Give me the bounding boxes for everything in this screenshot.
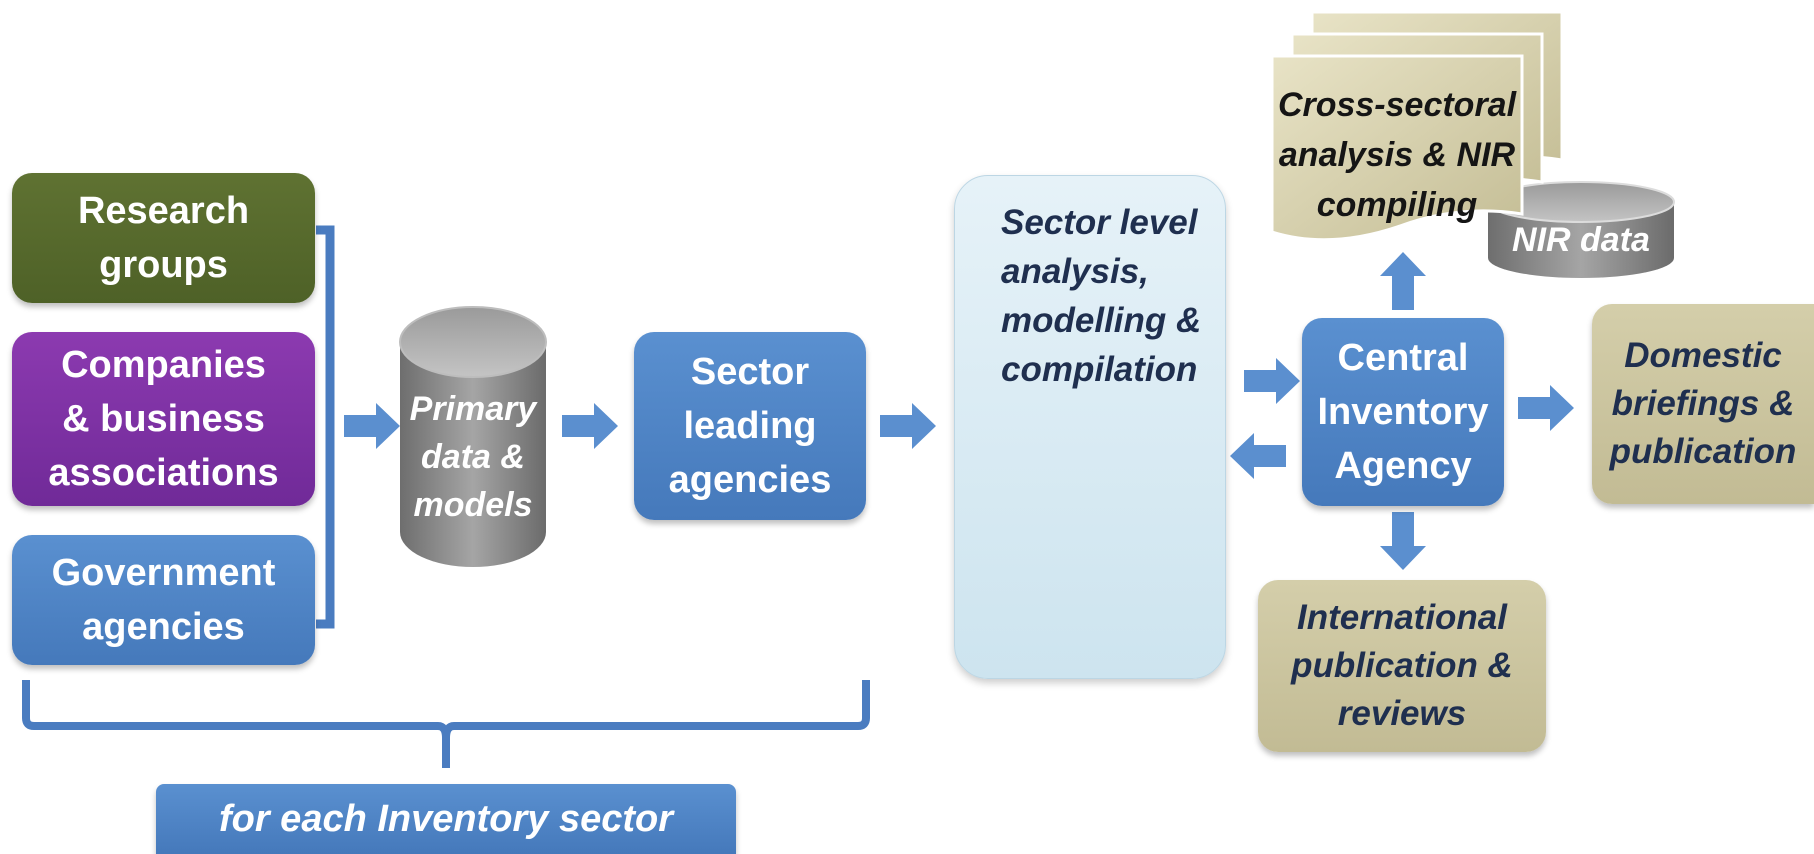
cross-sectoral-documents: [1270, 10, 1564, 242]
sector-brace: [22, 680, 870, 768]
government-agencies-label: Government agencies: [51, 552, 276, 648]
companies-box: Companies & business associations: [12, 332, 315, 506]
cross-sectoral-label: Cross-sectoral analysis & NIR compiling: [1277, 86, 1517, 224]
flow-arrows: [344, 252, 1574, 570]
international-publication-label: International publication & reviews: [1291, 598, 1513, 733]
companies-label: Companies & business associations: [48, 344, 279, 494]
sector-leading-agencies-box: Sector leading agencies: [634, 332, 866, 520]
arrow-sector-to-analysis: [880, 403, 936, 449]
primary-data-label: Primary data & models: [409, 390, 537, 524]
international-publication-box: International publication & reviews: [1258, 580, 1546, 752]
arrow-analysis-to-central: [1244, 358, 1300, 404]
domestic-briefings-box: Domestic briefings & publication: [1592, 304, 1814, 504]
domestic-briefings-label: Domestic briefings & publication: [1609, 336, 1797, 471]
nir-data-cylinder: [1487, 181, 1675, 278]
sector-note-box: for each Inventory sector: [156, 784, 736, 854]
arrow-sources-to-primary: [344, 403, 400, 449]
sector-leading-agencies-label: Sector leading agencies: [668, 351, 832, 501]
sector-note-label: for each Inventory sector: [218, 797, 674, 840]
central-inventory-agency-box: Central Inventory Agency: [1302, 318, 1504, 506]
arrow-central-to-international: [1380, 512, 1426, 570]
arrow-central-to-analysis: [1230, 433, 1286, 479]
sector-analysis-panel: Sector level analysis, modelling & compi…: [954, 175, 1226, 679]
research-groups-box: Research groups: [12, 173, 315, 303]
arrow-central-to-domestic: [1518, 385, 1574, 431]
sector-analysis-label: Sector level analysis, modelling & compi…: [1001, 203, 1202, 389]
sources-bracket: [316, 225, 335, 629]
arrow-central-to-crosssectoral: [1380, 252, 1426, 310]
central-inventory-agency-label: Central Inventory Agency: [1317, 337, 1489, 487]
primary-data-cylinder: [399, 306, 547, 567]
research-groups-label: Research groups: [77, 190, 250, 286]
government-agencies-box: Government agencies: [12, 535, 315, 665]
nir-data-label: NIR data: [1512, 221, 1650, 259]
arrow-primary-to-sector: [562, 403, 618, 449]
